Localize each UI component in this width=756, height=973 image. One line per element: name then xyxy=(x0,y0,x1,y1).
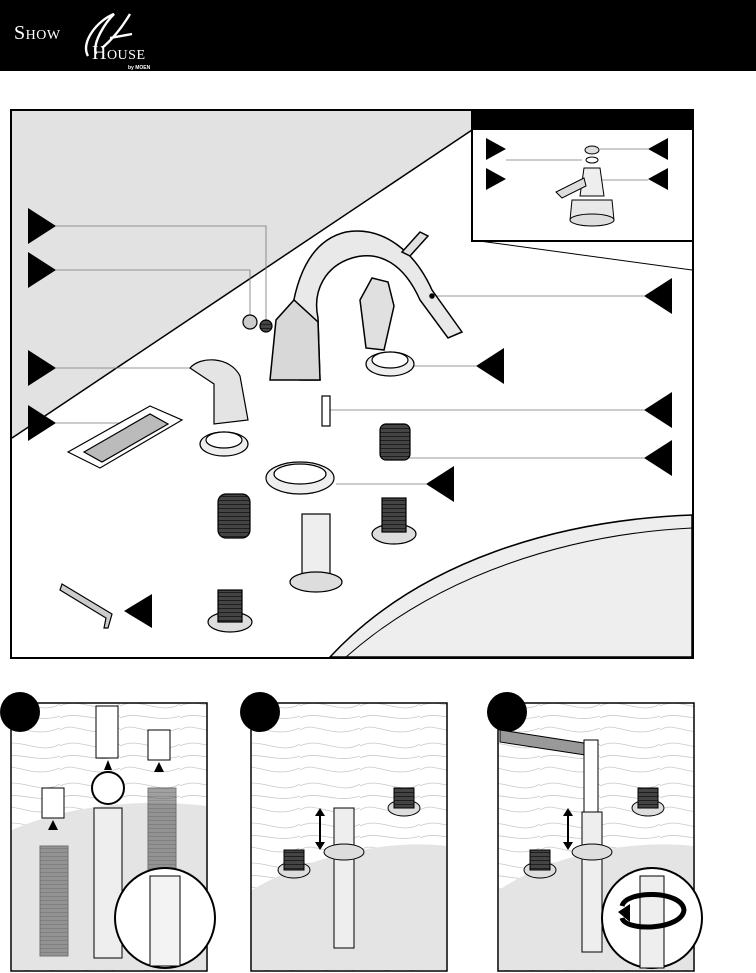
part-callouts xyxy=(28,208,672,628)
logo-word-show: Show xyxy=(14,22,61,44)
part-marker-2 xyxy=(28,252,56,288)
step-1-badge xyxy=(0,692,40,732)
header-bar: Show House by MOEN xyxy=(0,0,756,71)
inset-marker-2 xyxy=(486,168,506,190)
part-marker-7 xyxy=(644,392,672,428)
step-panel-2 xyxy=(240,692,448,972)
part-marker-10 xyxy=(124,594,152,628)
wall-shading xyxy=(12,111,472,438)
inset-marker-3 xyxy=(648,138,668,160)
hex-wrench-icon xyxy=(59,583,113,629)
logo-byline: by MOEN xyxy=(128,65,151,71)
handle-inset-box xyxy=(471,109,694,242)
part-marker-3 xyxy=(28,350,56,386)
small-parts xyxy=(59,314,417,633)
inset-marker-4 xyxy=(648,168,668,190)
part-marker-8 xyxy=(644,440,672,476)
logo-monogram-icon xyxy=(84,12,133,57)
faucet-spout xyxy=(269,230,464,381)
part-marker-4 xyxy=(28,405,56,441)
part-marker-9 xyxy=(426,466,454,502)
inset-marker-1 xyxy=(486,138,506,160)
part-marker-1 xyxy=(28,208,56,244)
step-panel-3 xyxy=(487,692,703,972)
step-3-badge xyxy=(487,692,527,732)
part-marker-5 xyxy=(644,278,672,314)
step-panel-1 xyxy=(0,692,216,972)
showhouse-logo: Show House by MOEN xyxy=(12,8,182,71)
up-arrow-icon xyxy=(104,760,112,770)
logo-word-house: House xyxy=(92,42,146,64)
part-marker-6 xyxy=(476,348,504,384)
step-2-badge xyxy=(240,692,280,732)
sink-basin xyxy=(328,514,693,658)
